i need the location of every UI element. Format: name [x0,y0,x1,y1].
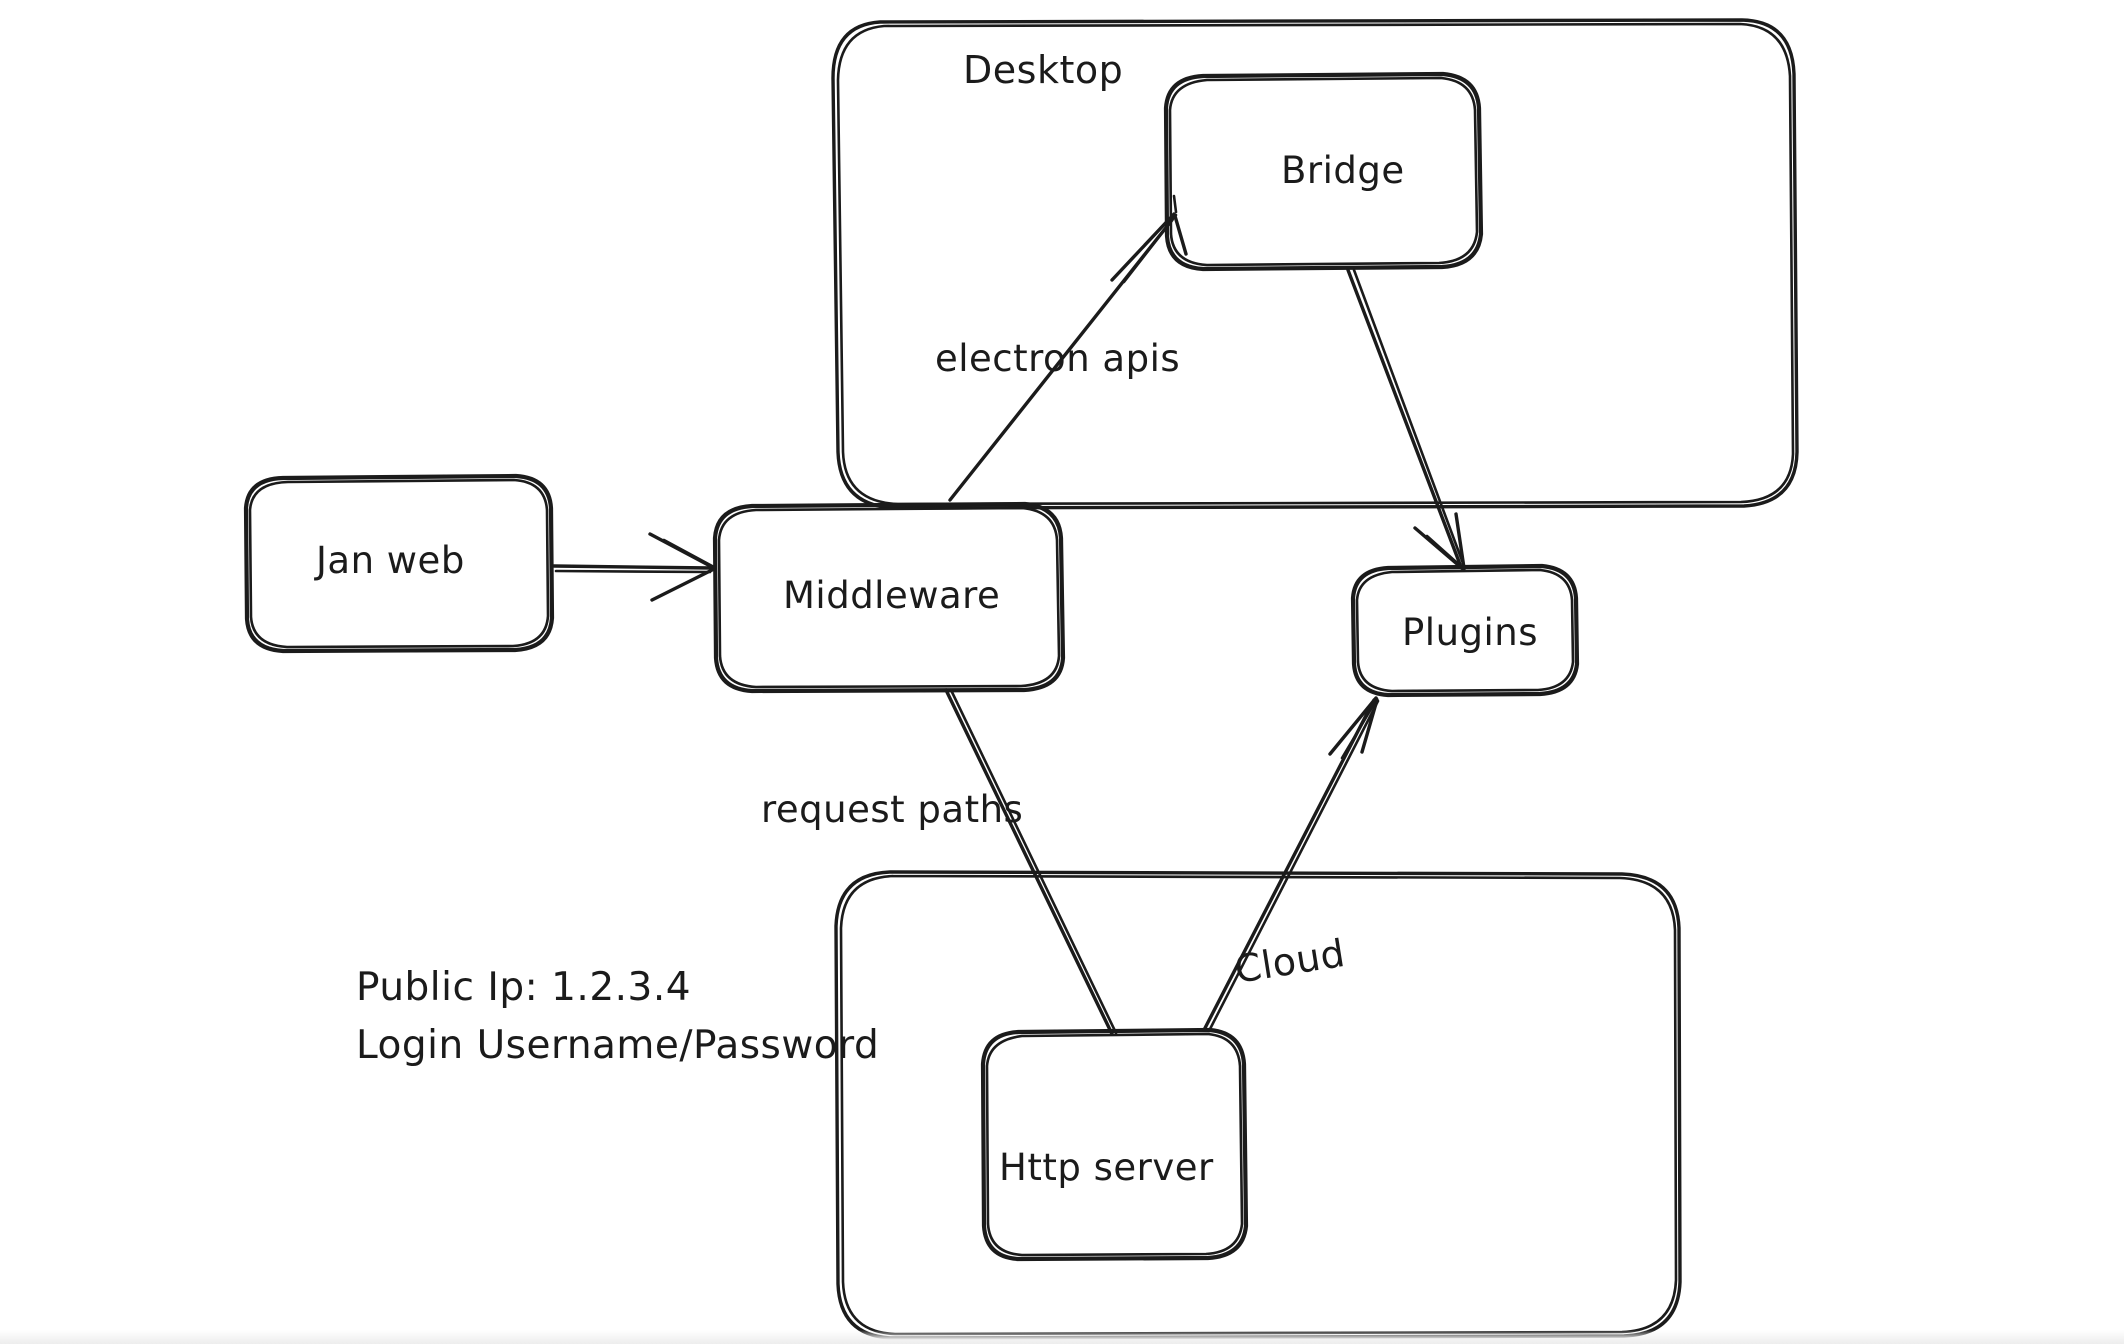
node-label-plugins: Plugins [1402,611,1539,654]
node-label-middleware: Middleware [783,574,1001,617]
group-desktop-outline [831,18,1799,510]
bottom-edge-fade [0,1330,2124,1344]
edge-jan-web-to-middleware [552,532,716,602]
node-plugins-outline[interactable] [1350,563,1580,698]
edge-http-server-to-plugins [1202,696,1380,1033]
note-login-credentials: Login Username/Password [356,1023,880,1068]
node-label-http-server: Http server [999,1146,1214,1189]
group-label-desktop: Desktop [963,48,1124,92]
node-bridge-outline[interactable] [1163,71,1484,272]
edge-middleware-to-bridge [948,194,1188,502]
edge-label-electron-apis: electron apis [935,337,1181,380]
node-http-server-outline[interactable] [980,1027,1249,1262]
node-jan-web-outline[interactable] [243,473,555,654]
node-label-jan-web: Jan web [316,539,465,582]
edge-middleware-to-http-server [944,688,1118,1036]
node-middleware-outline[interactable] [712,501,1066,694]
edge-bridge-to-plugins [1346,268,1466,572]
node-label-bridge: Bridge [1281,149,1405,192]
group-cloud-outline [834,870,1682,1340]
note-public-ip: Public Ip: 1.2.3.4 [356,965,692,1010]
edge-label-request-paths: request paths [761,788,1024,831]
